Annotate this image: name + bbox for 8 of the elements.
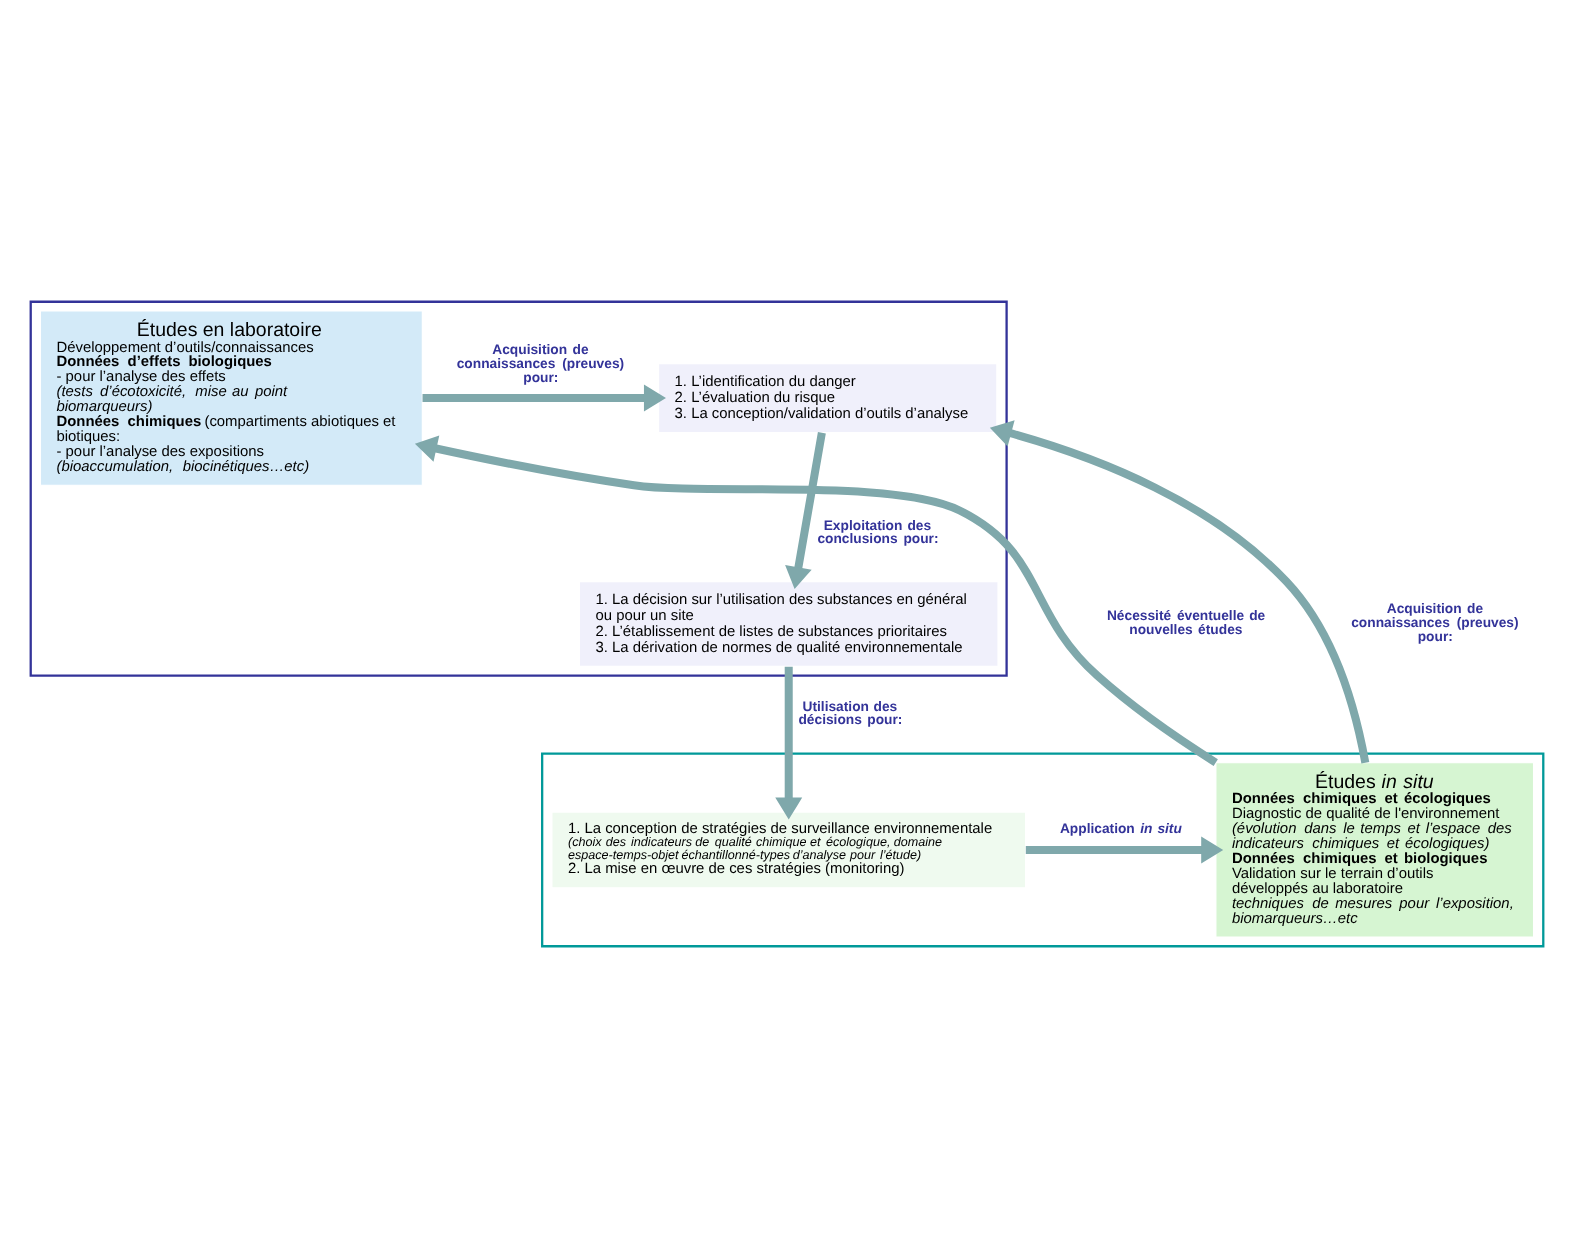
arrow (422, 384, 666, 412)
cluster (541, 752, 1545, 948)
arrow (414, 435, 1218, 766)
arrow (1025, 836, 1224, 864)
arrow (989, 420, 1370, 764)
arrow (785, 432, 826, 590)
cluster (29, 300, 1008, 677)
arrow (775, 666, 803, 820)
